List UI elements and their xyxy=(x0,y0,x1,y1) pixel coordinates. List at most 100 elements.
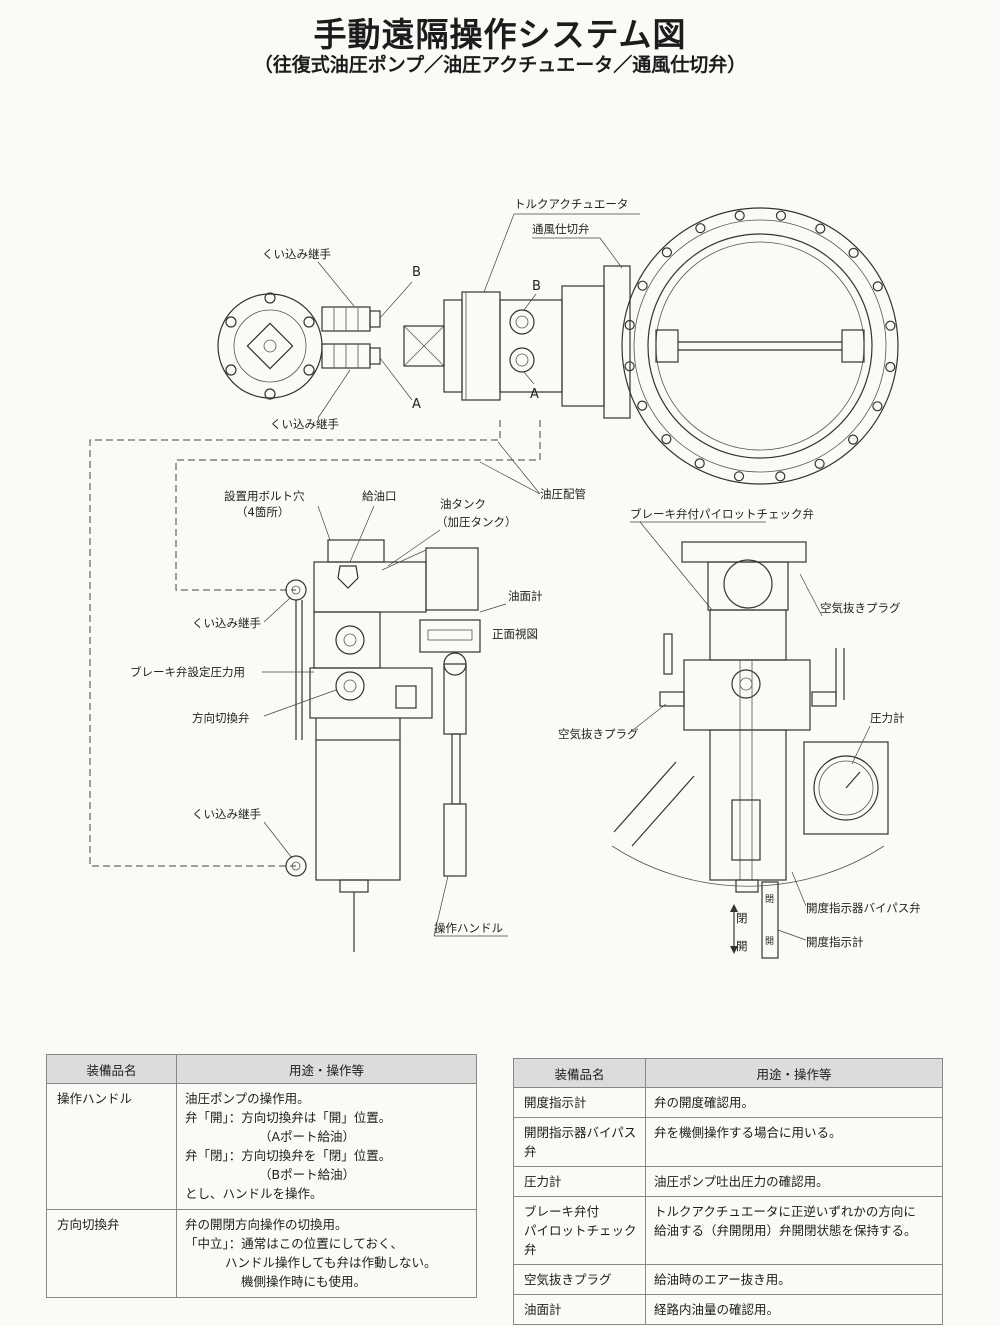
name-line: ブレーキ弁付 xyxy=(524,1204,600,1219)
label-operating-handle: 操作ハンドル xyxy=(434,921,503,935)
actuator-front-view xyxy=(611,541,889,959)
oil-piping-lines xyxy=(89,420,541,867)
label-air-vent-right: 空気抜きプラグ xyxy=(820,601,901,615)
flange-bolt xyxy=(885,320,896,331)
damper-flange-bolts xyxy=(624,210,896,482)
table-left-header-usage: 用途・操作等 xyxy=(176,1054,477,1084)
table-cell-usage: 弁を機側操作する場合に用いる。 xyxy=(645,1117,943,1167)
table-cell-usage: トルクアクチュエータに正逆いずれかの方向に 給油する（弁開閉用）弁開閉状態を保持… xyxy=(645,1196,943,1265)
table-cell-usage: 経路内油量の確認用。 xyxy=(645,1294,943,1325)
flange-bolt xyxy=(637,280,648,291)
usage-line: とし、ハンドルを操作。 xyxy=(185,1186,323,1201)
port-a-left: A xyxy=(412,397,421,412)
label-brake-pressure: ブレーキ弁設定圧力用 xyxy=(130,665,245,679)
usage-line: （Bポート給油） xyxy=(259,1167,356,1182)
usage-line: ハンドル操作しても弁は作動しない。 xyxy=(225,1255,437,1270)
label-oil-inlet: 給油口 xyxy=(362,489,397,503)
flange-bolt xyxy=(848,247,859,258)
table-cell-name: 空気抜きプラグ xyxy=(513,1264,646,1295)
pump-unit xyxy=(285,539,481,952)
table-cell-name: 方向切換弁 xyxy=(46,1209,177,1298)
usage-line: 弁「閉」：方向切換弁を「閉」位置。 xyxy=(185,1148,392,1163)
label-opening-indicator: 開度指示計 xyxy=(806,935,864,949)
torque-actuator-top xyxy=(403,265,631,419)
table-cell-usage: 油圧ポンプ吐出圧力の確認用。 xyxy=(645,1166,943,1197)
equipment-table-right: 装備品名 用途・操作等 開度指示計弁の開度確認用。 開閉指示器バイパス弁弁を機側… xyxy=(513,1058,943,1325)
label-oil-piping: 油圧配管 xyxy=(540,487,586,501)
flange-bolt xyxy=(872,281,883,292)
table-row: 圧力計油圧ポンプ吐出圧力の確認用。 xyxy=(513,1166,943,1197)
name-line: パイロットチェック弁 xyxy=(524,1223,637,1257)
flange-bolt xyxy=(624,319,635,331)
table-cell-name: 開閉指示器バイパス弁 xyxy=(513,1117,646,1167)
table-left-header-name: 装備品名 xyxy=(46,1054,177,1084)
label-pressure-gauge: 圧力計 xyxy=(870,711,905,725)
label-close-mark: 閉 xyxy=(736,911,748,925)
port-b-right: B xyxy=(532,279,541,294)
flange-bolt xyxy=(775,210,787,221)
label-direction-valve: 方向切換弁 xyxy=(192,711,250,725)
table-cell-usage: 油圧ポンプの操作用。 弁「開」：方向切換弁は「開」位置。 （Aポート給油） 弁「… xyxy=(176,1083,477,1210)
usage-line: 給油する（弁開閉用）弁開閉状態を保持する。 xyxy=(654,1223,917,1238)
system-diagram: くい込み継手 くい込み継手 B A トルクアクチュエータ 通風仕切弁 B A xyxy=(89,197,921,959)
usage-line: 「中立」：通常はこの位置にしておく、 xyxy=(185,1236,404,1251)
label-indicator-bypass: 開度指示器バイパス弁 xyxy=(806,901,921,915)
table-right-header-name: 装備品名 xyxy=(513,1058,646,1088)
table-cell-usage: 弁の開度確認用。 xyxy=(645,1087,943,1118)
flange-bolt xyxy=(661,434,672,445)
flange-bolt xyxy=(885,361,896,373)
table-cell-usage: 給油時のエアー抜き用。 xyxy=(645,1264,943,1295)
label-mount-bolt-count: （4箇所） xyxy=(236,505,289,519)
usage-line: （Aポート給油） xyxy=(259,1129,356,1144)
page-subtitle: （往復式油圧ポンプ／油圧アクチュエータ／通風仕切弁） xyxy=(253,54,747,76)
equipment-table-left: 装備品名 用途・操作等 操作ハンドル 油圧ポンプの操作用。 弁「開」：方向切換弁… xyxy=(46,1054,477,1298)
page-title: 手動遠隔操作システム図 xyxy=(313,15,687,54)
label-fitting-pump-upper: くい込み継手 xyxy=(192,616,261,630)
flange-bolt xyxy=(775,471,786,482)
label-torque-actuator: トルクアクチュエータ xyxy=(514,197,628,211)
table-row: 方向切換弁 弁の開閉方向操作の切換用。 「中立」：通常はこの位置にしておく、 ハ… xyxy=(46,1209,477,1298)
table-row: 空気抜きプラグ給油時のエアー抜き用。 xyxy=(513,1264,943,1295)
flange-bolt xyxy=(733,471,745,482)
table-row: 操作ハンドル 油圧ポンプの操作用。 弁「開」：方向切換弁は「開」位置。 （Aポー… xyxy=(46,1083,477,1210)
flange-bolt xyxy=(814,458,825,469)
flange-bolt xyxy=(847,434,859,445)
label-pilot-check-valve: ブレーキ弁付パイロットチェック弁 xyxy=(630,507,814,521)
usage-line: 機側操作時にも使用。 xyxy=(241,1274,367,1289)
usage-line: 弁の開閉方向操作の切換用。 xyxy=(185,1217,348,1232)
label-oil-tank: 油タンク xyxy=(440,497,486,511)
scale-close-mark: 閉 xyxy=(765,894,774,905)
label-air-vent-left: 空気抜きプラグ xyxy=(558,727,639,741)
flange-bolt xyxy=(815,223,826,234)
label-fitting-pump-lower: くい込み継手 xyxy=(192,807,261,821)
flange-bolt xyxy=(637,400,648,411)
label-fitting-bottom-top-view: くい込み継手 xyxy=(270,417,339,431)
flange-bolt xyxy=(661,247,673,258)
flange-bolt xyxy=(734,210,745,221)
usage-line: 油圧ポンプの操作用。 xyxy=(185,1091,310,1106)
table-row: 油面計経路内油量の確認用。 xyxy=(513,1294,943,1325)
label-damper-valve: 通風仕切弁 xyxy=(532,222,590,236)
usage-line: トルクアクチュエータに正逆いずれかの方向に xyxy=(654,1204,916,1219)
label-pressurized-tank: （加圧タンク） xyxy=(436,515,517,529)
table-cell-name: ブレーキ弁付 パイロットチェック弁 xyxy=(513,1196,646,1265)
label-front-view: 正面視図 xyxy=(492,627,538,641)
flange-bolt xyxy=(695,223,706,234)
label-fitting-top: くい込み継手 xyxy=(262,247,331,261)
label-oil-level-gauge: 油面計 xyxy=(508,589,543,603)
table-row: 開閉指示器バイパス弁弁を機側操作する場合に用いる。 xyxy=(513,1117,943,1167)
table-right-header-usage: 用途・操作等 xyxy=(645,1058,943,1088)
flange-bolt xyxy=(624,361,635,372)
table-row: ブレーキ弁付 パイロットチェック弁 トルクアクチュエータに正逆いずれかの方向に … xyxy=(513,1196,943,1265)
usage-line: 弁「開」：方向切換弁は「開」位置。 xyxy=(185,1110,392,1125)
flange-bolt xyxy=(872,401,883,412)
port-b-left: B xyxy=(412,265,421,280)
pump-top-view xyxy=(217,292,381,400)
port-a-right: A xyxy=(530,387,539,402)
label-mount-bolt-hole: 設置用ボルト穴 xyxy=(224,489,305,503)
table-cell-name: 操作ハンドル xyxy=(46,1083,177,1210)
flange-bolt xyxy=(694,458,705,469)
table-cell-usage: 弁の開閉方向操作の切換用。 「中立」：通常はこの位置にしておく、 ハンドル操作し… xyxy=(176,1209,477,1298)
table-row: 開度指示計弁の開度確認用。 xyxy=(513,1087,943,1118)
table-cell-name: 油面計 xyxy=(513,1294,646,1325)
